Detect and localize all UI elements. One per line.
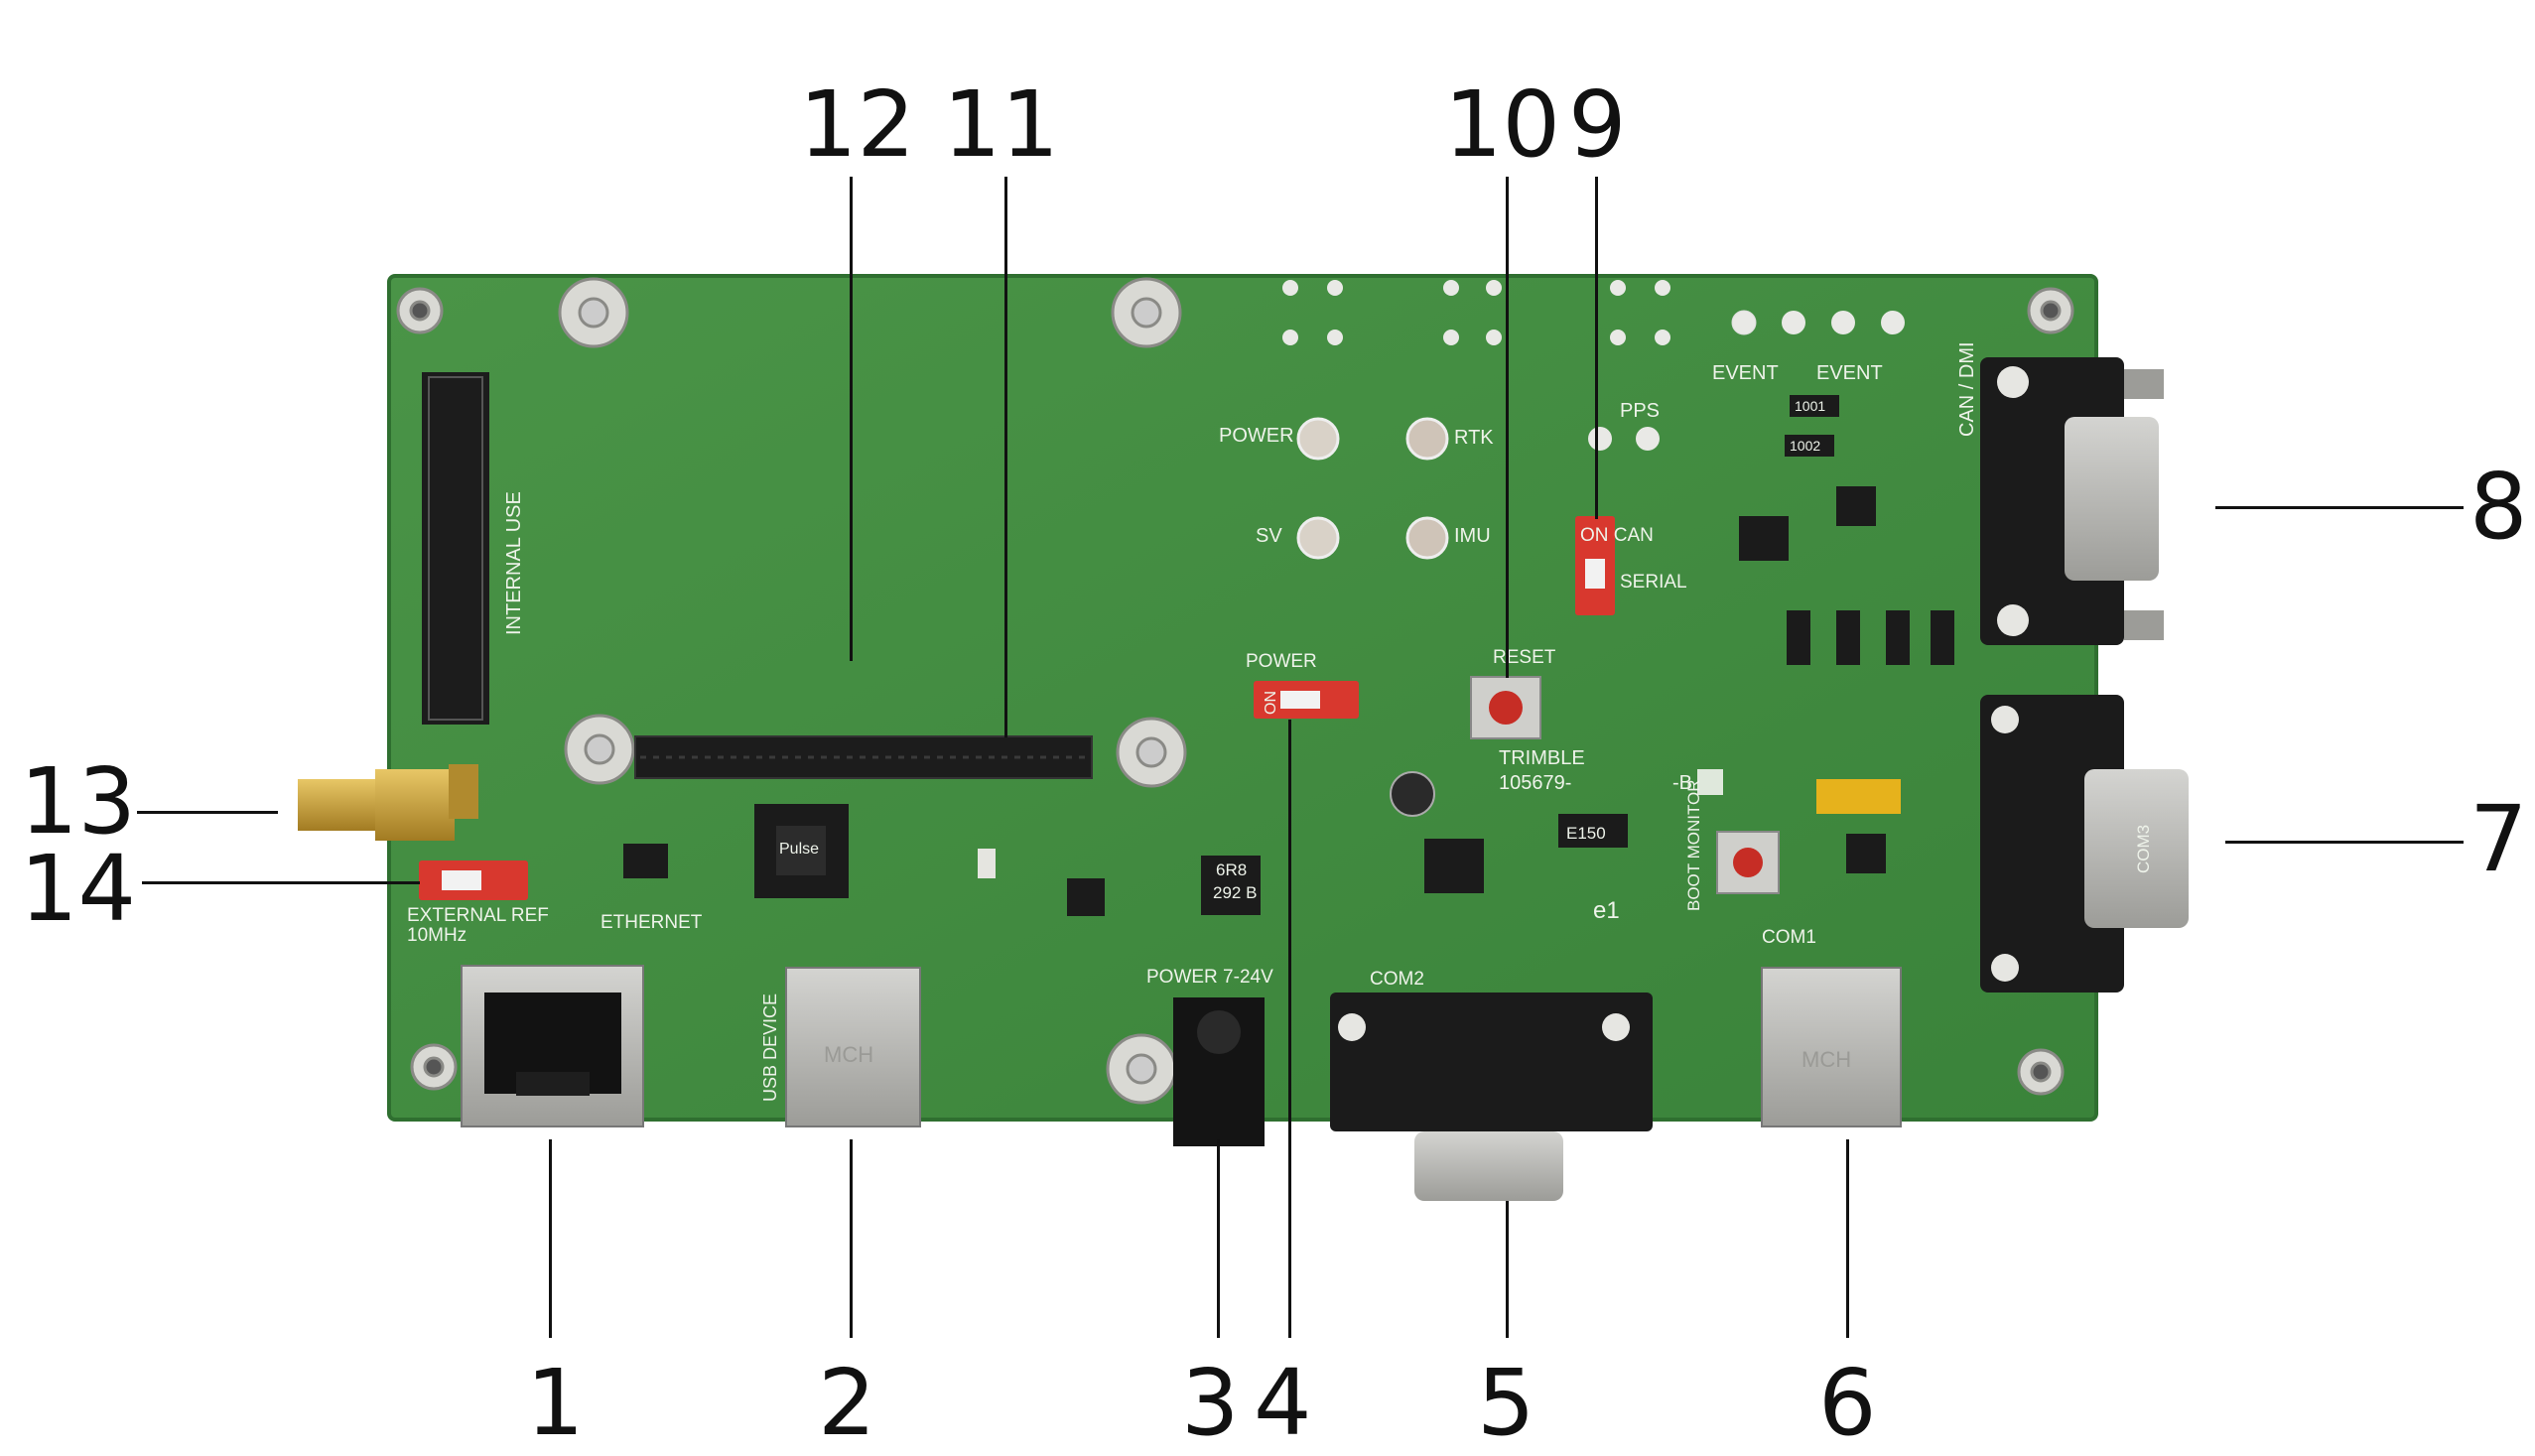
- callout-5: 5: [1477, 1350, 1535, 1456]
- e150-label: E150: [1566, 824, 1606, 843]
- inductor-value-label: 6R8: [1216, 860, 1247, 879]
- com1-port: [1761, 967, 1902, 1127]
- trimble-label: TRIMBLE: [1499, 747, 1585, 769]
- mounting-holes: [396, 277, 2074, 1105]
- power-jack: [1173, 997, 1265, 1146]
- callout-6: 6: [1818, 1350, 1877, 1456]
- imu-led-label: IMU: [1454, 525, 1491, 547]
- ref-freq-label: 10MHz: [407, 925, 467, 946]
- pulse-label: Pulse: [779, 841, 819, 858]
- leader-line-5: [1506, 1201, 1509, 1338]
- com2-label: COM2: [1370, 969, 1424, 990]
- can-dmi-label: CAN / DMI: [1956, 341, 1978, 437]
- power-switch-on-label: ON: [1263, 691, 1279, 715]
- power-switch-label: POWER: [1246, 651, 1317, 672]
- com3-db9-connector: [1980, 695, 2189, 993]
- power-led-label: POWER: [1219, 425, 1294, 447]
- callout-3: 3: [1181, 1350, 1240, 1456]
- leader-line-4: [1288, 720, 1291, 1338]
- internal-use-label: INTERNAL USE: [503, 491, 525, 635]
- com1-label: COM1: [1762, 927, 1816, 948]
- external-ref-label: EXTERNAL REF: [407, 905, 549, 926]
- event0-label: EVENT: [1712, 362, 1779, 384]
- leader-line-8: [2215, 506, 2464, 509]
- boot-monitor-label: BOOT MONITOR: [1684, 779, 1703, 911]
- com3-label: COM3: [2134, 825, 2153, 873]
- leader-line-13: [137, 811, 278, 814]
- components: [623, 395, 1954, 916]
- usb-device-label: USB DEVICE: [760, 993, 780, 1102]
- callout-12: 12: [799, 71, 916, 178]
- callout-8: 8: [2469, 454, 2528, 560]
- yellow-label-sticker: [1816, 779, 1901, 814]
- sma-connector: [298, 764, 478, 841]
- callout-11: 11: [943, 71, 1060, 178]
- ethernet-jack: [461, 965, 644, 1127]
- usb-mch-label: MCH: [824, 1042, 873, 1067]
- callout-4: 4: [1254, 1350, 1312, 1456]
- usb-device-port: [785, 967, 921, 1127]
- event1-label: EVENT: [1816, 362, 1883, 384]
- leader-line-9: [1595, 177, 1598, 519]
- leader-line-12: [850, 177, 853, 661]
- leader-line-11: [1004, 177, 1007, 737]
- boot-monitor-button: [1716, 831, 1780, 894]
- callout-14: 14: [20, 836, 137, 942]
- can-serial-switch: [1575, 516, 1615, 615]
- ethernet-label: ETHERNET: [600, 912, 703, 933]
- reset-label: RESET: [1493, 647, 1556, 668]
- power-switch: [1254, 681, 1359, 719]
- leader-line-10: [1506, 177, 1509, 678]
- callout-9: 9: [1568, 71, 1627, 178]
- callout-10: 10: [1444, 71, 1561, 178]
- callout-7: 7: [2469, 786, 2528, 892]
- can-switch-label: ON CAN: [1580, 525, 1654, 546]
- pps-label: PPS: [1620, 400, 1660, 422]
- inductor-code-label: 292 B: [1213, 883, 1257, 902]
- can-dmi-db9-connector: [1980, 357, 2164, 645]
- internal-use-header: [422, 372, 489, 725]
- test-pads: [1282, 280, 1905, 451]
- sv-led-label: SV: [1256, 525, 1282, 547]
- r1002-label: 1002: [1790, 438, 1820, 454]
- com1-mch-label: MCH: [1801, 1047, 1851, 1072]
- com2-db9-connector: [1330, 993, 1653, 1201]
- leader-line-3: [1217, 1139, 1220, 1338]
- r1001-label: 1001: [1795, 398, 1825, 414]
- leader-line-14: [142, 881, 420, 884]
- status-leds: [1296, 417, 1449, 560]
- external-ref-switch: [419, 860, 528, 900]
- expansion-header: [634, 735, 1093, 779]
- reset-button-part: [1470, 676, 1541, 739]
- callout-1: 1: [526, 1350, 585, 1456]
- leader-line-1: [549, 1139, 552, 1338]
- serial-switch-label: SERIAL: [1620, 572, 1687, 593]
- leader-line-2: [850, 1139, 853, 1338]
- e1-label: e1: [1593, 897, 1620, 924]
- leader-line-7: [2225, 841, 2464, 844]
- rtk-led-label: RTK: [1454, 427, 1494, 449]
- revision-label: -B: [1672, 772, 1692, 794]
- callout-13: 13: [20, 748, 137, 855]
- power-input-label: POWER 7-24V: [1146, 967, 1273, 988]
- leader-line-6: [1846, 1139, 1849, 1338]
- part-number-label: 105679-: [1499, 772, 1571, 794]
- callout-2: 2: [818, 1350, 876, 1456]
